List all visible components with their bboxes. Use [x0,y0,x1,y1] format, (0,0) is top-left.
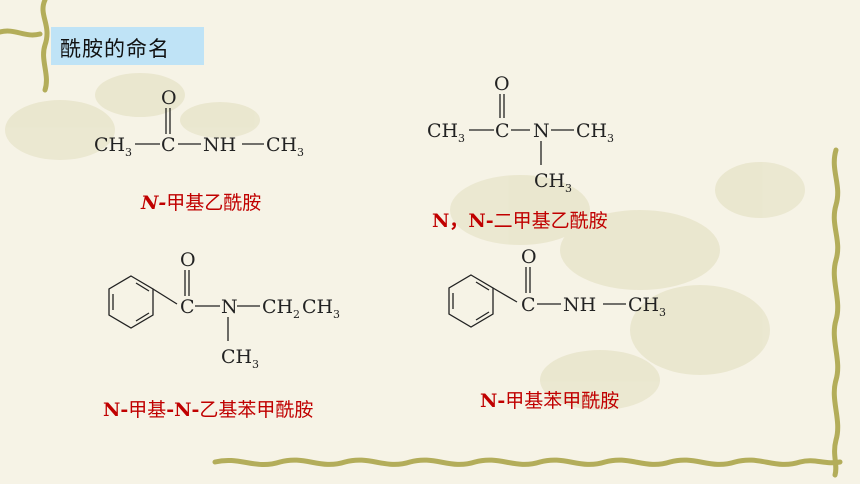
name-nn-dimethylacetamide: N，N-二甲基乙酰胺 [432,206,608,233]
s3-chain-sub1: 2 [293,308,300,321]
s2-branch-sub: 3 [565,182,572,195]
vine-top-left [0,0,50,93]
name-chinese-1: 甲基 [128,399,167,421]
s2-left-sub: 3 [458,132,465,145]
name-chinese-2: 乙基苯甲酰胺 [199,399,314,421]
s3-branch-sub: 3 [252,358,259,371]
page-title: 酰胺的命名 [60,37,170,61]
s1-end-sub: 3 [297,146,304,159]
name-prefix: N，N- [432,210,494,232]
name-n-methylacetamide: N-甲基乙酰胺 [141,188,261,215]
name-prefix-1: N- [103,399,129,421]
s4-carbon: C [521,294,536,316]
name-prefix: N- [480,390,506,412]
name-prefix-2: -N- [166,399,200,421]
name-n-methylbenzamide: N-甲基苯甲酰胺 [480,386,619,413]
s2-nitrogen: N [533,120,550,142]
s3-chain2-ch: CH [302,296,333,318]
s3-carbon: C [180,296,195,318]
s1-oxygen: O [161,87,177,109]
s3-oxygen: O [180,249,196,271]
s2-oxygen: O [494,73,510,95]
title-background [51,27,204,65]
name-chinese: 二甲基乙酰胺 [493,210,608,232]
vine-bottom [212,457,843,468]
s1-end-ch: CH [266,134,297,156]
s1-left-sub: 3 [125,146,132,159]
s4-oxygen: O [521,246,537,268]
s3-chain-ch: CH [262,296,293,318]
s1-carbon: C [161,134,176,156]
name-n-methyl-n-ethylbenzamide: N-甲基-N-乙基苯甲酰胺 [103,395,313,422]
s4-nh: NH [563,294,596,316]
s2-left-ch: CH [427,120,458,142]
s1-nh: NH [203,134,236,156]
s3-nitrogen: N [221,296,238,318]
name-chinese: 甲基苯甲酰胺 [505,390,620,412]
s3-branch-ch: CH [221,346,252,368]
name-chinese: 甲基乙酰胺 [166,192,262,214]
s2-end-ch: CH [576,120,607,142]
s1-left-ch: CH [94,134,125,156]
name-prefix: N- [141,192,167,214]
s2-end-sub: 3 [607,132,614,145]
s3-chain-sub2: 3 [333,308,340,321]
s2-carbon: C [495,120,510,142]
s4-end-sub: 3 [659,306,666,319]
vine-right [831,147,841,478]
s4-end-ch: CH [628,294,659,316]
s2-branch-ch: CH [534,170,565,192]
